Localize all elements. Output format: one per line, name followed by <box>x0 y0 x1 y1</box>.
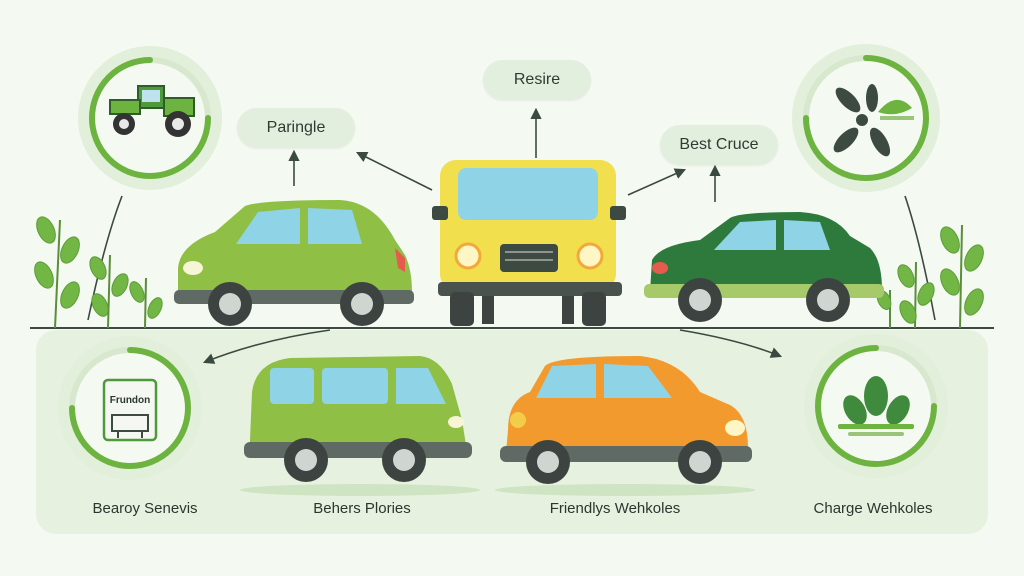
arrow-curve-left <box>202 329 331 364</box>
leaf-propeller-icon <box>833 84 914 157</box>
label-resire: Resire <box>483 60 591 100</box>
plants-right-icon <box>876 224 984 329</box>
caption-2: Behers Plories <box>313 500 411 517</box>
arrow-curve-right <box>679 329 783 358</box>
label-best-cruce: Best Cruce <box>660 125 778 165</box>
caption-3: Friendlys Wehkoles <box>549 500 681 517</box>
shadow-minivan <box>240 484 480 496</box>
ring-top-left <box>78 46 222 190</box>
leaves-icon <box>838 376 914 436</box>
ring-bottom-left <box>58 336 202 480</box>
label-resire-text: Resire <box>513 71 561 88</box>
connector-ring-right <box>904 195 936 321</box>
plants-left-icon <box>34 216 163 329</box>
orange-hatchback <box>500 356 752 484</box>
label-paringle: Paringle <box>237 108 355 148</box>
caption-4: Charge Wehkoles <box>813 500 933 517</box>
ring-top-right <box>792 44 940 192</box>
charging-station-icon <box>102 378 158 442</box>
dark-green-sedan <box>644 212 884 322</box>
yellow-van <box>432 160 626 326</box>
ring-bottom-right <box>804 334 948 478</box>
lime-minivan <box>244 356 472 482</box>
arrow-right-diag <box>627 168 687 196</box>
shadow-hatchback <box>495 484 755 496</box>
label-paringle-text: Paringle <box>266 119 326 136</box>
lime-hatchback <box>174 200 414 326</box>
arrow-left-diag <box>355 151 433 191</box>
tractor-icon <box>109 85 195 137</box>
badge-text: Frundon <box>110 395 151 406</box>
caption-1: Bearoy Senevis <box>92 500 198 517</box>
label-best-cruce-text: Best Cruce <box>679 136 759 153</box>
